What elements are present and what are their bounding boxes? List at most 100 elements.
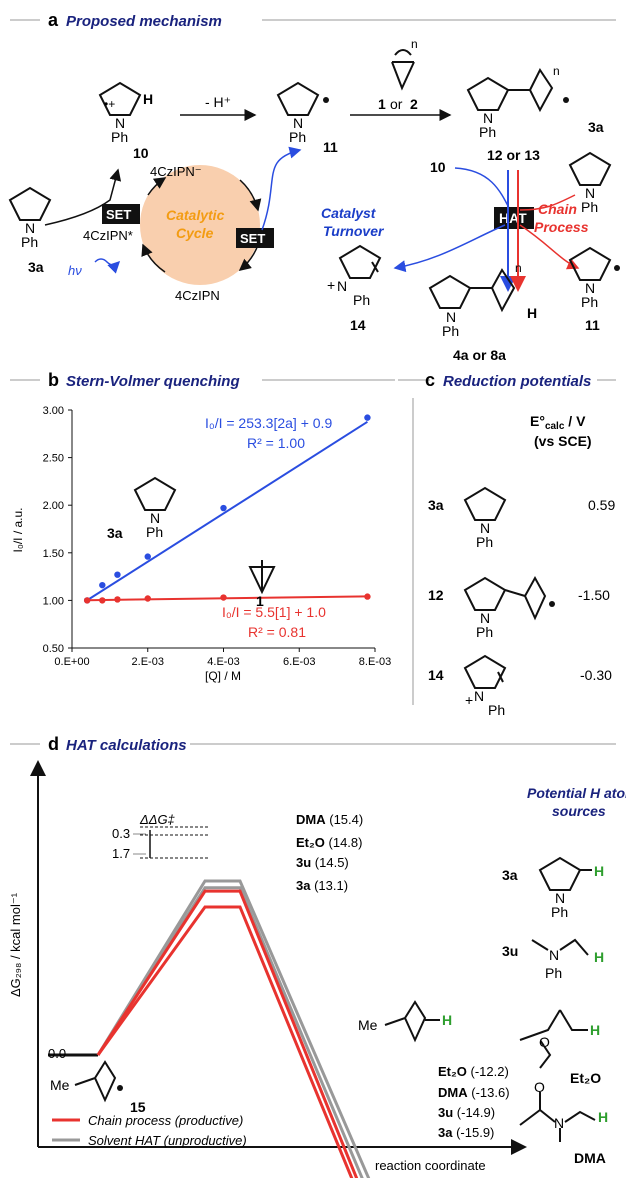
svg-text:Ph: Ph — [551, 904, 568, 920]
svg-text:Me: Me — [50, 1077, 70, 1093]
data-point-3a — [144, 553, 151, 560]
svg-text:N: N — [115, 115, 125, 131]
svg-text:Catalyst: Catalyst — [321, 205, 377, 221]
data-point-1 — [83, 597, 91, 604]
svg-text:3u (14.5): 3u (14.5) — [296, 855, 349, 870]
svg-text:b: b — [48, 370, 59, 390]
svg-text:Potential H atom: Potential H atom — [527, 785, 626, 801]
svg-text:HAT: HAT — [499, 210, 527, 226]
svg-text:+: + — [327, 277, 335, 293]
svg-text:N: N — [474, 688, 484, 704]
x-tick-label: 2.E-03 — [132, 656, 164, 668]
svg-text:0.0: 0.0 — [48, 1046, 66, 1061]
data-point-1 — [364, 593, 371, 600]
svg-text:1: 1 — [256, 593, 264, 609]
svg-text:SET: SET — [106, 207, 131, 222]
svg-text:Ph: Ph — [488, 702, 505, 718]
svg-text:3a: 3a — [428, 497, 444, 513]
svg-text:n: n — [411, 37, 418, 51]
svg-text:ΔG₂₉₈ / kcal mol⁻¹: ΔG₂₉₈ / kcal mol⁻¹ — [8, 892, 23, 997]
svg-text:reaction coordinate: reaction coordinate — [375, 1158, 486, 1173]
data-point-3a — [99, 581, 106, 589]
data-point-3a — [220, 504, 227, 512]
x-tick-label: 8.E-03 — [359, 656, 391, 668]
svg-text:-1.50: -1.50 — [578, 587, 610, 603]
svg-text:N: N — [480, 610, 490, 626]
svg-text:Ph: Ph — [353, 292, 370, 308]
profile-3u — [96, 889, 359, 1178]
set-to-11-arrow — [261, 146, 302, 231]
svg-text:Et₂O (14.8): Et₂O (14.8) — [296, 835, 362, 850]
structure-12-13 — [466, 68, 554, 113]
svg-text:O: O — [539, 1034, 550, 1050]
panel-b: b Stern-Volmer quenching 0.501.001.502.0… — [10, 370, 395, 683]
y-tick-label: 1.50 — [43, 548, 64, 560]
x-tick-label: 6.E-03 — [283, 656, 315, 668]
svg-text:3a: 3a — [588, 119, 604, 135]
svg-text:Ph: Ph — [476, 624, 493, 640]
svg-text:Me: Me — [358, 1017, 378, 1033]
svg-text:-0.30: -0.30 — [580, 667, 612, 683]
radical-cation-sign: •+ — [104, 97, 115, 111]
profile-et2o-dma — [96, 879, 371, 1178]
ts-labels: DMA (15.4) Et₂O (14.8) 3u (14.5) 3a (13.… — [296, 812, 363, 893]
svg-text:N: N — [555, 890, 565, 906]
h-label: H — [143, 91, 153, 107]
svg-text:Chain: Chain — [538, 201, 577, 217]
catalytic-cycle-circle — [140, 165, 260, 285]
svg-text:14: 14 — [350, 317, 366, 333]
svg-text:0.59: 0.59 — [588, 497, 615, 513]
b-ylabel: I₀/I / a.u. — [11, 508, 25, 553]
svg-text:H: H — [590, 1022, 600, 1038]
b-xlabel: [Q] / M — [205, 669, 241, 683]
svg-text:3a: 3a — [107, 525, 123, 541]
r2-blue: R² = 1.00 — [247, 435, 305, 451]
svg-text:15: 15 — [130, 1099, 146, 1115]
svg-text:Ph: Ph — [442, 323, 459, 339]
b-marks — [83, 414, 371, 604]
svg-text:1: 1 — [378, 96, 386, 112]
y-tick-label: 3.00 — [43, 405, 64, 417]
svg-text:n: n — [553, 64, 560, 78]
svg-text:n: n — [515, 261, 522, 275]
svg-text:N: N — [337, 278, 347, 294]
svg-text:4CzIPN⁻: 4CzIPN⁻ — [150, 164, 202, 179]
svg-text:4CzIPN: 4CzIPN — [175, 288, 220, 303]
fit-line-3a — [86, 420, 368, 602]
svg-text:Solvent HAT (unproductive): Solvent HAT (unproductive) — [88, 1133, 247, 1148]
svg-text:hν: hν — [68, 263, 82, 278]
svg-text:Ph: Ph — [479, 124, 496, 140]
data-point-1 — [220, 594, 227, 601]
eq-blue: I₀/I = 253.3[2a] + 0.9 — [205, 415, 332, 431]
svg-text:H: H — [598, 1109, 608, 1125]
svg-text:H: H — [594, 949, 604, 965]
svg-text:Ph: Ph — [581, 294, 598, 310]
energy-profile — [48, 879, 371, 1178]
panel-d: d HAT calculations ΔG₂₉₈ / kcal mol⁻¹ re… — [8, 734, 626, 1178]
data-point-3a — [114, 571, 121, 578]
svg-text:0.3: 0.3 — [112, 826, 130, 841]
profile-3a — [96, 905, 354, 1178]
fit-line-1 — [87, 595, 368, 602]
svg-text:N: N — [480, 520, 490, 536]
svg-text:N: N — [549, 947, 559, 963]
svg-text:3u (-14.9): 3u (-14.9) — [438, 1105, 495, 1120]
panel-c: c Reduction potentials E°calc / V (vs SC… — [398, 370, 616, 718]
set-box-left — [102, 204, 140, 224]
svg-text:11: 11 — [585, 317, 600, 333]
svg-text:3a (13.1): 3a (13.1) — [296, 878, 348, 893]
y-tick-label: 1.00 — [43, 595, 64, 607]
svg-text:14: 14 — [428, 667, 444, 683]
svg-text:DMA: DMA — [574, 1150, 606, 1166]
svg-text:ΔΔG‡: ΔΔG‡ — [139, 812, 176, 827]
svg-text:H: H — [594, 863, 604, 879]
x-tick-label: 0.E+00 — [54, 656, 89, 668]
svg-text:d: d — [48, 734, 59, 754]
svg-text:O: O — [538, 1034, 549, 1050]
set-box-right — [236, 228, 274, 248]
eq-red: I₀/I = 5.5[1] + 1.0 — [222, 604, 326, 620]
panel-a-letter: a — [48, 10, 59, 30]
svg-text:3a: 3a — [28, 259, 44, 275]
svg-text:N: N — [554, 1115, 564, 1131]
svg-text:3a (-15.9): 3a (-15.9) — [438, 1125, 494, 1140]
